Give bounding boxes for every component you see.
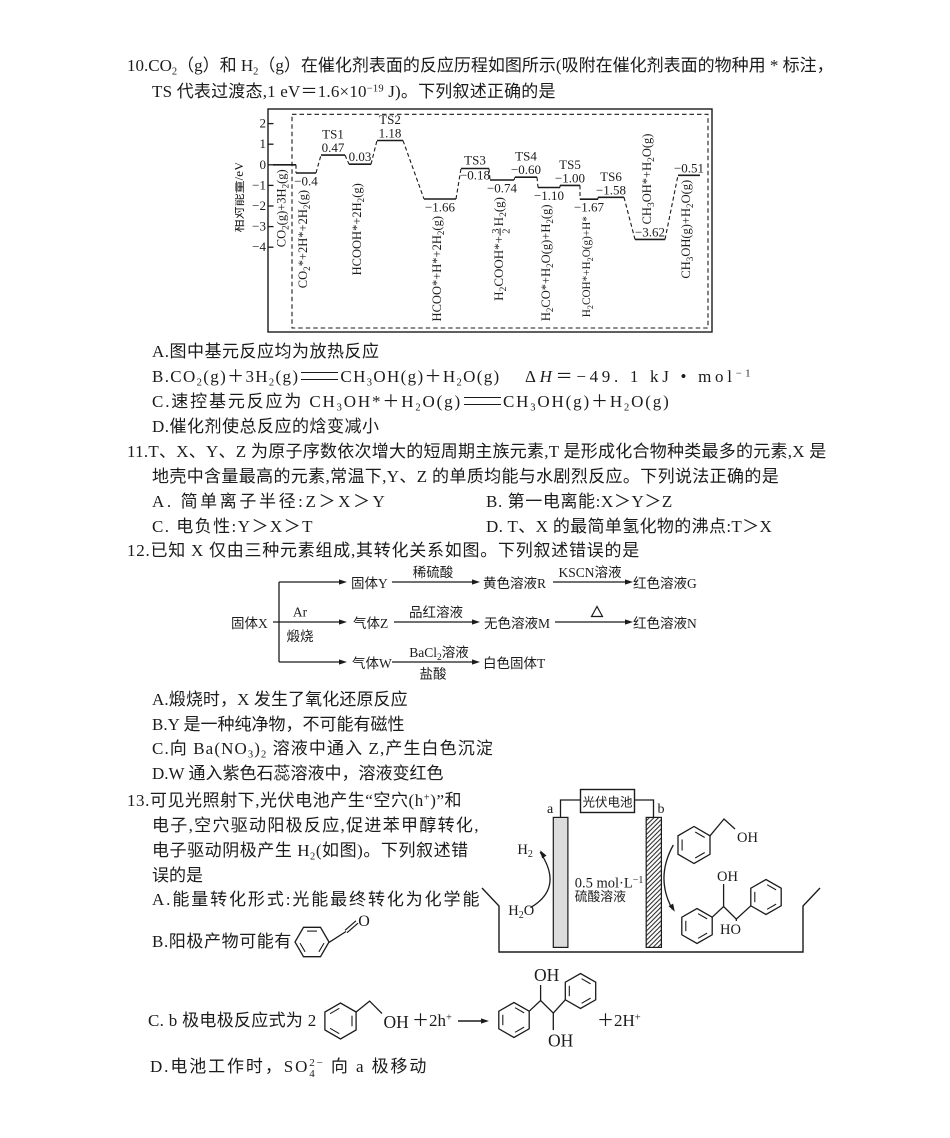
svg-text:固体Y: 固体Y (351, 576, 388, 591)
svg-text:0.03: 0.03 (349, 149, 372, 164)
svg-text:H2​COH*+H2​O(g)+H*: H2​COH*+H2​O(g)+H* (581, 216, 595, 317)
svg-text:0.47: 0.47 (322, 140, 345, 155)
svg-text:气体W: 气体W (352, 656, 392, 671)
svg-text:Ar: Ar (293, 605, 308, 620)
svg-text:−3: −3 (252, 219, 266, 234)
svg-text:−1.66: −1.66 (425, 200, 456, 215)
svg-text:气体Z: 气体Z (353, 616, 388, 631)
svg-text:HO: HO (720, 922, 741, 938)
svg-text:1: 1 (260, 136, 267, 151)
svg-text:HCOO*+H*+2H2​(g): HCOO*+H*+2H2​(g) (430, 216, 446, 321)
svg-text:OH: OH (717, 869, 738, 885)
svg-text:TS2: TS2 (379, 112, 401, 127)
svg-text:KSCN溶液: KSCN溶液 (558, 565, 622, 580)
svg-text:CO2​(g)+3H2​(g): CO2​(g)+3H2​(g) (275, 169, 291, 247)
svg-text:TS1: TS1 (322, 127, 344, 142)
svg-text:−1.58: −1.58 (596, 182, 626, 197)
svg-text:H2: H2 (517, 842, 532, 860)
svg-text:−0.60: −0.60 (511, 162, 541, 177)
svg-text:无色溶液M: 无色溶液M (484, 615, 550, 631)
svg-text:−1.67: −1.67 (574, 200, 605, 215)
svg-text:OH: OH (534, 965, 560, 985)
svg-text:−1: −1 (252, 177, 266, 192)
svg-text:黄色溶液R: 黄色溶液R (483, 575, 546, 591)
svg-text:−0.4: −0.4 (294, 174, 318, 189)
svg-text:BaCl2溶液: BaCl2溶液 (409, 645, 469, 663)
svg-text:OH: OH (384, 1012, 410, 1032)
svg-text:TS3: TS3 (464, 153, 486, 168)
svg-text:稀硫酸: 稀硫酸 (413, 565, 454, 580)
svg-text:0.5 mol·L−1: 0.5 mol·L−1 (575, 875, 644, 892)
svg-text:1.18: 1.18 (379, 126, 402, 141)
svg-text:CH3​OH*+H2​O(g): CH3​OH*+H2​O(g) (640, 134, 657, 225)
svg-text:TS4: TS4 (515, 149, 537, 164)
svg-text:煅烧: 煅烧 (287, 629, 314, 644)
svg-text:O: O (358, 913, 370, 930)
svg-text:OH: OH (737, 830, 758, 846)
svg-text:固体X: 固体X (231, 616, 268, 631)
svg-text:品红溶液: 品红溶液 (409, 605, 463, 620)
svg-text:OH: OH (548, 1031, 574, 1051)
svg-text:光伏电池: 光伏电池 (582, 796, 633, 810)
svg-text:0: 0 (260, 157, 267, 172)
svg-text:白色固体T: 白色固体T (483, 655, 546, 671)
svg-text:CO2​*+2H*+2H2​(g): CO2​*+2H*+2H2​(g) (296, 190, 312, 288)
svg-text:−3.62: −3.62 (635, 224, 665, 239)
svg-text:H2COOH*+32H2(g): H2COOH*+32H2(g) (491, 197, 513, 301)
svg-text:H2O: H2O (508, 903, 534, 921)
svg-text:H2​CO*+H2​O(g)+H2​(g): H2​CO*+H2​O(g)+H2​(g) (539, 205, 555, 322)
svg-text:−2: −2 (252, 198, 266, 213)
svg-text:相对能量/eV: 相对能量/eV (235, 161, 246, 232)
svg-text:盐酸: 盐酸 (420, 667, 447, 682)
svg-text:−0.18: −0.18 (460, 168, 490, 183)
svg-text:HCOOH*+2H2​(g): HCOOH*+2H2​(g) (350, 183, 366, 275)
svg-text:2: 2 (260, 116, 267, 131)
svg-text:−0.51: −0.51 (674, 160, 704, 175)
svg-text:b: b (658, 802, 665, 817)
svg-text:TS5: TS5 (559, 157, 581, 172)
svg-text:红色溶液N: 红色溶液N (633, 615, 697, 631)
svg-text:TS6: TS6 (600, 169, 622, 184)
svg-text:−4: −4 (252, 239, 266, 254)
svg-text:−1.00: −1.00 (555, 170, 585, 185)
svg-text:−0.74: −0.74 (487, 181, 518, 196)
svg-text:a: a (547, 802, 554, 817)
svg-text:红色溶液G: 红色溶液G (633, 575, 697, 591)
svg-text:硫酸溶液: 硫酸溶液 (575, 890, 626, 904)
svg-text:CH3​OH(g)+H2​O(g): CH3​OH(g)+H2​O(g) (679, 180, 695, 279)
svg-text:−1.10: −1.10 (534, 188, 564, 203)
